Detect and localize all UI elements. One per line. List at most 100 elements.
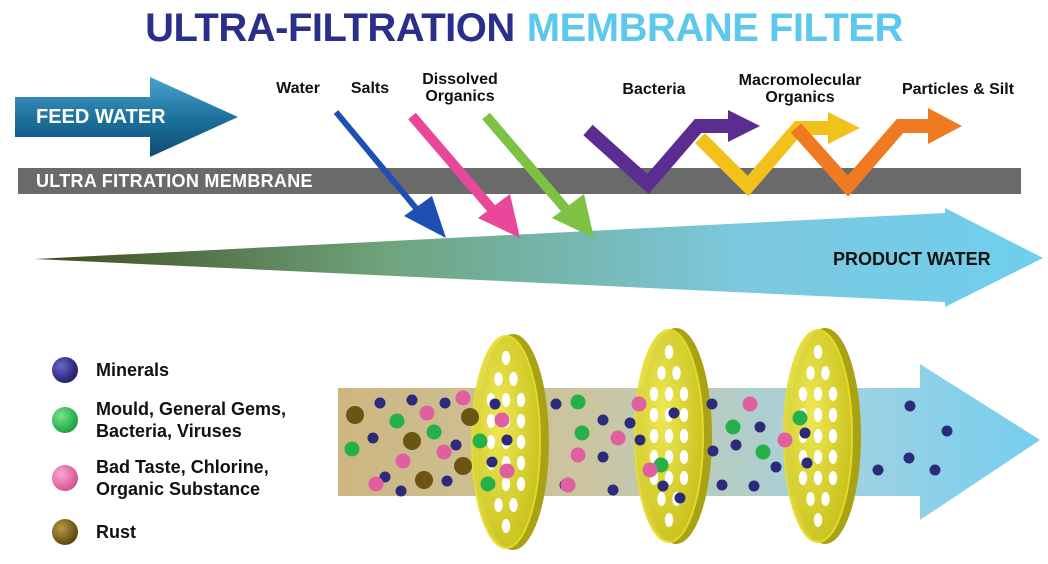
particles (344, 390, 953, 504)
mineral-particle (748, 480, 760, 492)
mineral-particle (941, 425, 953, 437)
macromolecular-organics-label: Macromolecular Organics (738, 72, 862, 106)
filter-hole (501, 393, 511, 407)
filter-hole (828, 387, 838, 401)
mineral-particle (770, 461, 782, 473)
filter-hole (486, 414, 496, 428)
filter-hole (494, 372, 503, 386)
mould-particle (725, 419, 741, 435)
particles-silt-label: Particles & Silt (901, 81, 1015, 98)
filter-hole (501, 519, 511, 533)
filter-hole (679, 387, 689, 401)
filter-hole (657, 492, 666, 506)
mineral-particle (379, 471, 391, 483)
filter-hole (509, 498, 518, 512)
mineral-particle (597, 414, 609, 426)
feed-water-arrow (15, 77, 238, 157)
filter-hole (828, 429, 838, 443)
legend-label: Rust (96, 522, 136, 542)
mineral-particle (439, 397, 451, 409)
filter-hole (516, 477, 526, 491)
title-part-2: MEMBRANE FILTER (526, 6, 904, 50)
bad-taste-particle (455, 390, 471, 406)
mineral-particle (730, 439, 742, 451)
filter-hole (806, 492, 815, 506)
filter-hole (813, 345, 823, 359)
bacteria-arrow-line (583, 119, 730, 194)
mould-particle (480, 476, 496, 492)
legend-minerals: Minerals (52, 357, 169, 383)
rust-particle (403, 432, 421, 450)
filter-hole (828, 450, 838, 464)
mineral-particle (903, 452, 915, 464)
filter-hole (649, 408, 659, 422)
mineral-particle (801, 457, 813, 469)
bad-taste-particle (631, 396, 647, 412)
filter-hole (486, 435, 496, 449)
mineral-particle (395, 485, 407, 497)
bacteria-arrow-head (728, 110, 760, 142)
product-water-arrow (35, 208, 1043, 307)
rust-particle (346, 406, 364, 424)
filter-hole (813, 450, 823, 464)
filter-hole (821, 366, 830, 380)
mineral-particle (799, 427, 811, 439)
bacteria-label: Bacteria (622, 81, 686, 98)
water-label: Water (276, 80, 320, 97)
filter-hole (828, 471, 838, 485)
bad-taste-particle (494, 412, 510, 428)
filter-hole (679, 408, 689, 422)
legend-bad-taste: Bad Taste, Chlorine, Organic Substance (52, 456, 269, 500)
rust-swatch (52, 519, 78, 545)
bad-taste-particle (570, 447, 586, 463)
filter-hole (516, 393, 526, 407)
water-arrow-head (404, 196, 446, 238)
filter-hole (813, 408, 823, 422)
water-arrow-line (333, 110, 423, 215)
filter-hole (813, 387, 823, 401)
filter-hole (679, 429, 689, 443)
filter-hole (679, 450, 689, 464)
legend-label: Bad Taste, Chlorine, Organic Substance (96, 457, 269, 499)
mould-particle (389, 413, 405, 429)
filter-hole (664, 345, 674, 359)
legend-label: Minerals (96, 360, 170, 380)
filter-hole (516, 435, 526, 449)
organics-arrow-head (552, 194, 594, 238)
membrane-label: ULTRA FITRATION MEMBRANE (36, 171, 313, 191)
filter-hole (798, 471, 808, 485)
rust-particle (415, 471, 433, 489)
filter-hole (649, 387, 659, 401)
filter-hole (672, 366, 681, 380)
filter-hole (821, 492, 830, 506)
bad-taste-particle (395, 453, 411, 469)
mineral-particle (707, 445, 719, 457)
mineral-particle (374, 397, 386, 409)
macromolecular-arrow-line (695, 121, 830, 197)
bad-taste-particle (419, 405, 435, 421)
filter-hole (509, 372, 518, 386)
bad-taste-particle (742, 396, 758, 412)
bad-taste-swatch (52, 465, 78, 491)
mineral-particle (634, 434, 646, 446)
filter-disc (634, 328, 712, 544)
mineral-particle (367, 432, 379, 444)
mineral-particle (657, 480, 669, 492)
filter-hole (679, 471, 689, 485)
particles-arrow-line (790, 119, 930, 197)
filter-hole (813, 471, 823, 485)
filter-hole (813, 513, 823, 527)
mineral-particle (872, 464, 884, 476)
mineral-particle (450, 439, 462, 451)
mineral-particle (904, 400, 916, 412)
salts-arrow-head (478, 194, 520, 238)
mould-particle (574, 425, 590, 441)
filter-hole (828, 408, 838, 422)
mineral-particle (597, 451, 609, 463)
bad-taste-particle (499, 463, 515, 479)
particles-arrow-head (928, 108, 962, 144)
feed-water-label: FEED WATER (36, 106, 166, 128)
